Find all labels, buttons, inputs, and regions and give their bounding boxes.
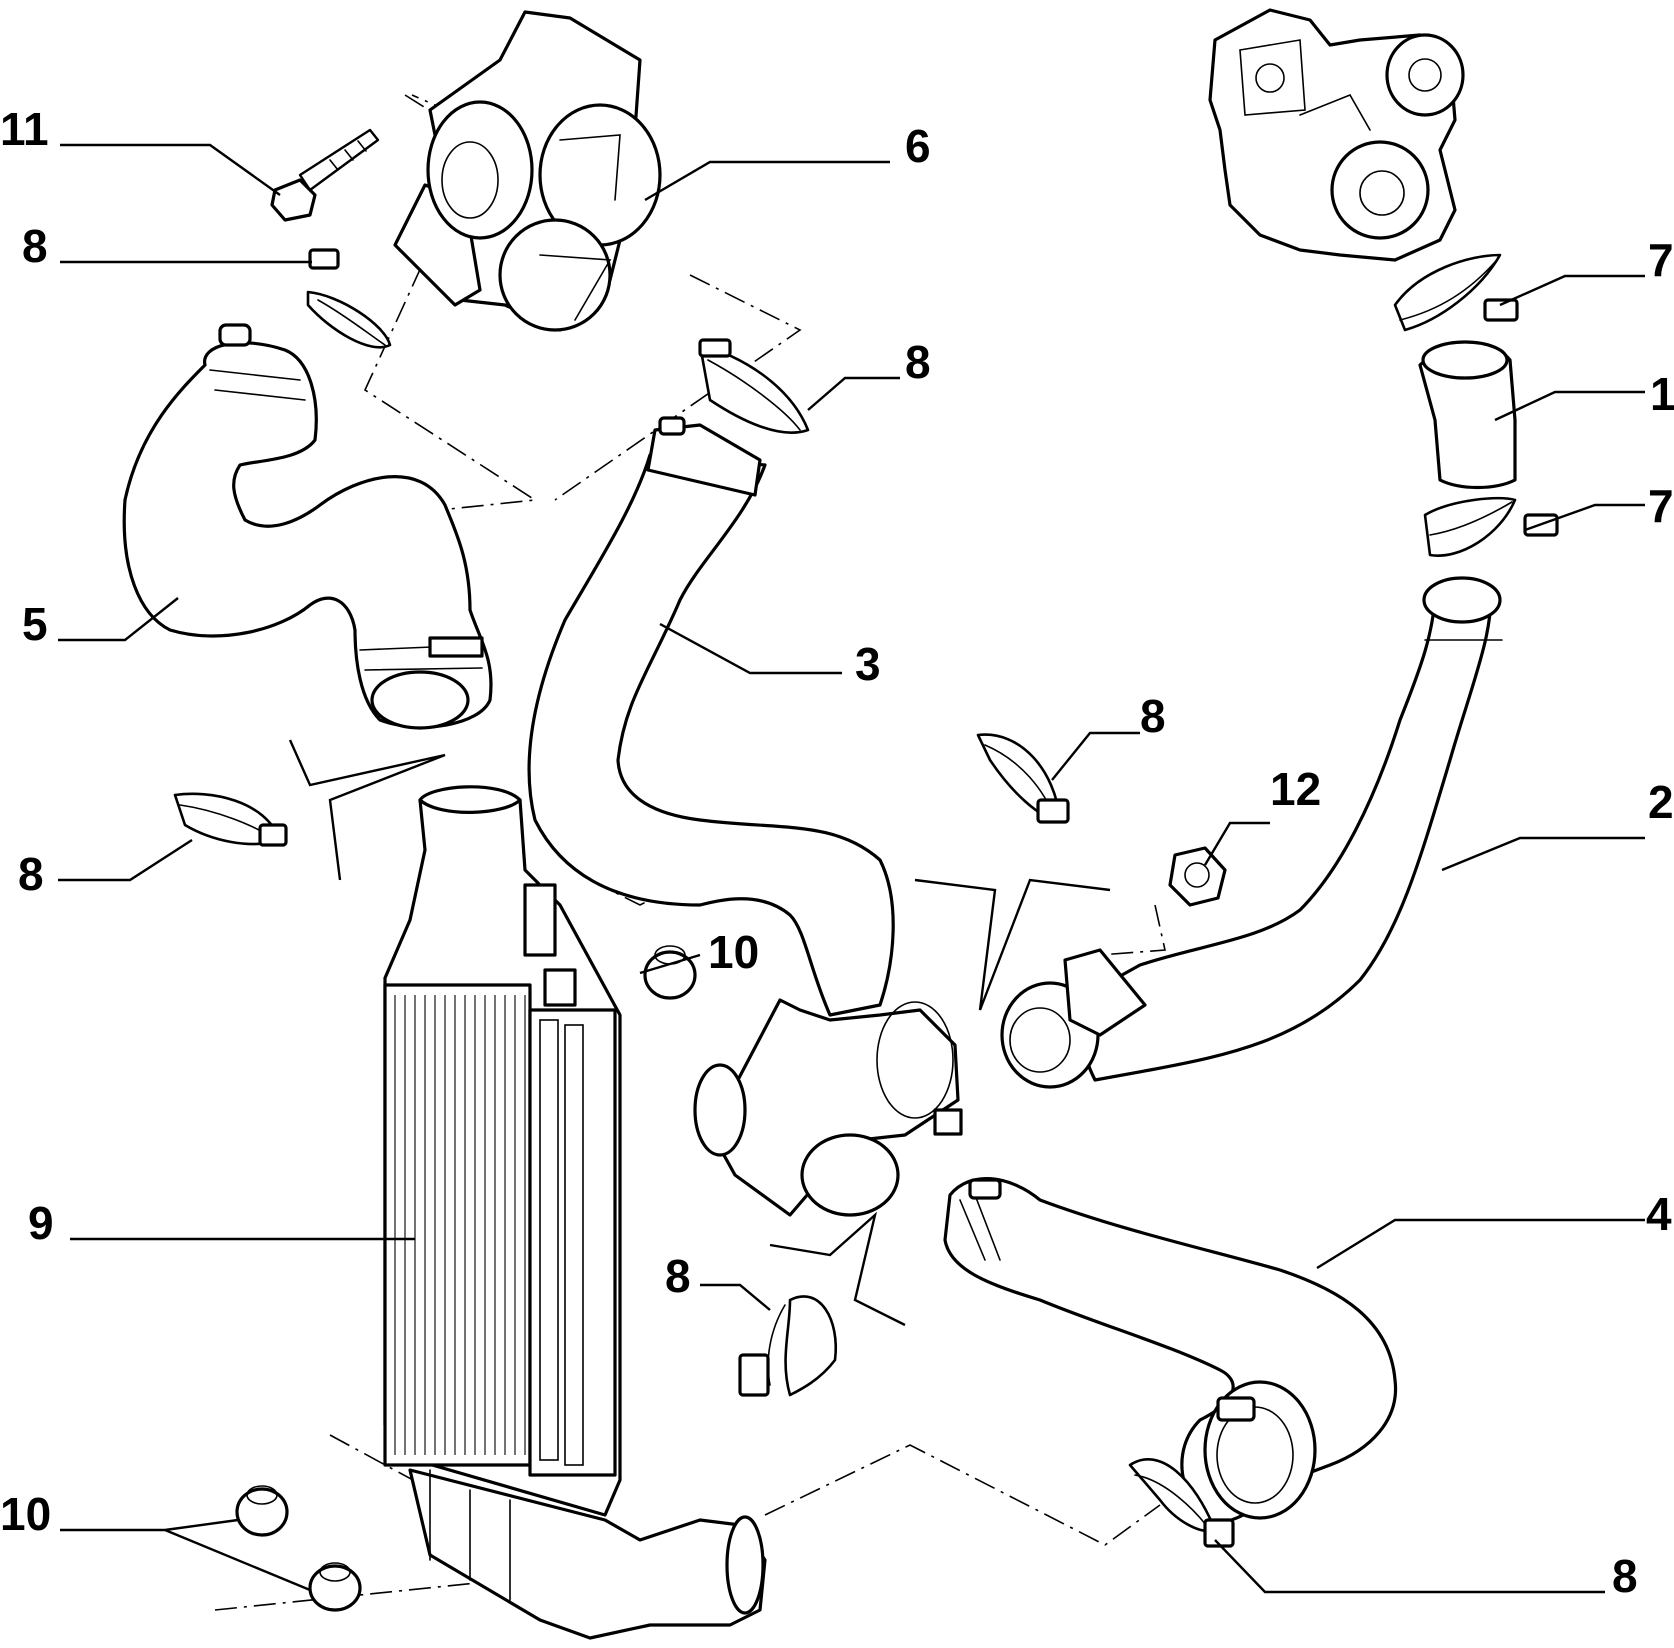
callout-labels: 1 2 3 4 5 6 7 7 8 8 8 8 8 8 9 10 10 11 1… xyxy=(0,103,1674,1602)
section-markers xyxy=(288,739,1111,1327)
clamp-8-top-left xyxy=(306,248,392,349)
callout-6: 6 xyxy=(905,120,931,172)
hose-part-3 xyxy=(527,416,895,1017)
callout-8-left: 8 xyxy=(18,848,44,900)
intercooler-core xyxy=(383,785,767,1640)
callout-12: 12 xyxy=(1270,763,1321,815)
nut-part-12 xyxy=(1168,846,1227,907)
callout-8-right: 8 xyxy=(1140,690,1166,742)
clamp-7-upper xyxy=(1393,253,1519,332)
callout-10-upper: 10 xyxy=(708,926,759,978)
clamp-7-lower xyxy=(1423,496,1559,557)
clamp-8-lower-right xyxy=(1128,1458,1235,1548)
callout-10-lower: 10 xyxy=(0,1488,51,1540)
callout-8-lower-middle: 8 xyxy=(665,1250,691,1302)
callout-3: 3 xyxy=(855,638,881,690)
clamp-8-left xyxy=(173,792,288,847)
callout-9: 9 xyxy=(28,1197,54,1249)
callout-8-lower-right: 8 xyxy=(1612,1550,1638,1602)
leader-lines xyxy=(58,143,1645,1594)
callout-4: 4 xyxy=(1646,1188,1672,1240)
callout-8-top-left: 8 xyxy=(22,220,48,272)
throttle-valve-body xyxy=(393,10,662,332)
callout-7-lower: 7 xyxy=(1648,480,1674,532)
hose-part-2 xyxy=(1000,576,1503,1089)
callout-5: 5 xyxy=(22,598,48,650)
grommet-part-10-upper xyxy=(643,945,697,1000)
callout-1: 1 xyxy=(1650,368,1674,420)
hose-part-5 xyxy=(122,323,493,730)
grommet-part-10-lower-b xyxy=(308,1562,362,1612)
callout-7-upper: 7 xyxy=(1648,234,1674,286)
t-junction-connector xyxy=(693,998,963,1217)
callout-11: 11 xyxy=(0,103,49,155)
clamp-8-upper-middle xyxy=(698,338,810,434)
clamp-8-lower-middle xyxy=(738,1295,838,1397)
clamp-8-right xyxy=(976,733,1070,824)
turbocharger xyxy=(1208,8,1465,262)
grommet-part-10-lower-a xyxy=(235,1485,289,1537)
callout-2: 2 xyxy=(1648,776,1674,828)
hose-part-1 xyxy=(1418,340,1517,490)
callout-8-upper-middle: 8 xyxy=(905,336,931,388)
hose-part-4 xyxy=(943,1176,1398,1524)
bolt-part-11 xyxy=(270,128,380,222)
